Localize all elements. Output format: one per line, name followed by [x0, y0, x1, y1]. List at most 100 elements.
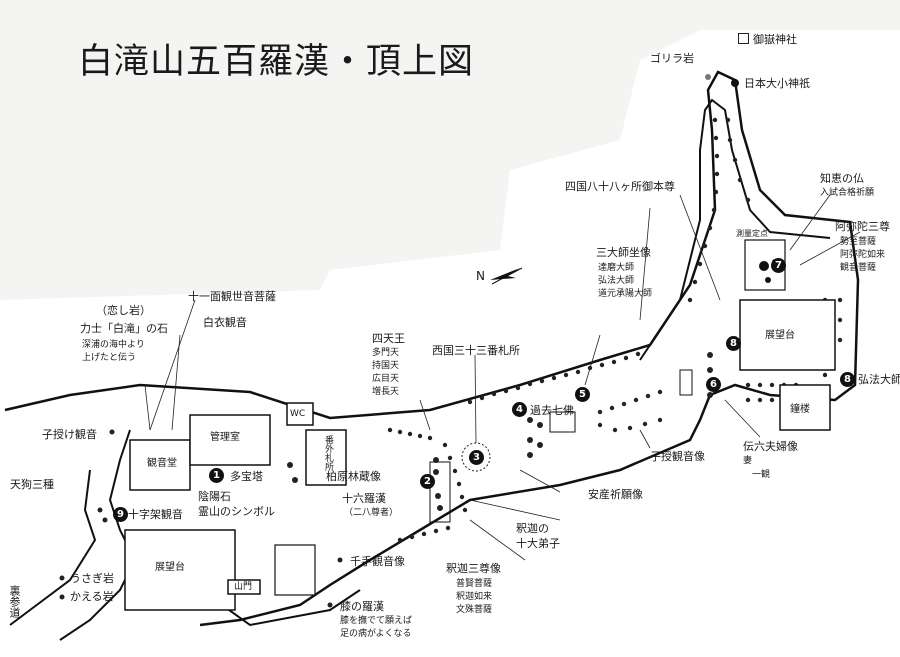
sandaishi-3: 道元承陽大師 [598, 289, 653, 299]
left-trail-2 [9, 469, 97, 626]
north-arrow-icon [490, 268, 520, 280]
rikishi-2: 上げたと伝う [82, 353, 137, 363]
sandaishi-title: 三大師坐像 [596, 246, 651, 259]
mitake-text: 御嶽神社 [753, 33, 797, 46]
chie-label: 知恵の仏 [820, 172, 864, 185]
wc-building [286, 402, 314, 426]
juroku-sub-label: （二八尊者） [344, 508, 399, 518]
marker-9: 9 [113, 507, 128, 522]
sandaishi-1: 達磨大師 [598, 263, 635, 273]
tenbodai-left-label: 展望台 [155, 562, 185, 573]
shoro-building [779, 384, 831, 431]
shitenno-3: 広目天 [372, 374, 400, 384]
reizan-label: 霊山のシンボル [198, 505, 275, 518]
sokuryo-point [759, 261, 769, 271]
senju-label: 千手観音像 [350, 555, 405, 568]
amida-2: 阿弥陀如来 [840, 250, 886, 260]
denroku-label: 伝六夫婦像 [743, 440, 798, 453]
kosazuke-right-label: 子授観音像 [650, 450, 705, 463]
tahoto-label: 多宝塔 [230, 470, 263, 483]
rikishi-1: 深浦の海中より [82, 340, 145, 350]
tenbodai-left-building [124, 529, 236, 611]
kannondo-label: 観音堂 [147, 458, 177, 469]
map-ground [0, 30, 900, 657]
shitenno-title: 四天王 [372, 332, 405, 345]
ichikan-label: 一観 [752, 470, 771, 480]
right-lower-building [274, 544, 316, 596]
shoro-label: 鐘楼 [790, 404, 810, 415]
chie-statue-2 [765, 277, 771, 283]
gorilla-marker [705, 74, 711, 80]
tsuma-label: 妻 [743, 456, 753, 466]
shaka-2: 釈迦如来 [456, 592, 493, 602]
amida-title: 阿弥陀三尊 [835, 220, 890, 233]
marker-8b: 8 [840, 372, 855, 387]
kanrishitsu-building [189, 414, 271, 466]
hiza-2: 足の病がよくなる [340, 629, 412, 639]
shitenno-2: 持国天 [372, 361, 400, 371]
marker-3: 3 [469, 450, 484, 465]
kosazuke-frame [679, 369, 693, 396]
byakue-label: 白衣観音 [203, 316, 247, 329]
tengu-label: 天狗三種 [10, 478, 54, 491]
shitenno-4: 増長天 [372, 387, 400, 397]
amida-3: 観音菩薩 [840, 263, 877, 273]
ridge-path-inner [639, 98, 831, 361]
nyushi-label: 入試合格祈願 [820, 188, 875, 198]
usagi-label: うさぎ岩 [70, 572, 114, 585]
sanmon-building [227, 579, 261, 595]
nihon-marker [731, 79, 739, 87]
marker-2: 2 [420, 474, 435, 489]
marker-1: 1 [209, 468, 224, 483]
mitake-shrine-label: 御嶽神社 [738, 33, 797, 46]
juichimen-label: 十一面観世音菩薩 [188, 290, 276, 303]
sanmon-label: 山門 [234, 582, 253, 592]
kosazuke-left-label: 子授け観音 [42, 428, 97, 441]
tenbodai-right-building [739, 299, 836, 371]
hiza-title: 膝の羅漢 [340, 600, 384, 613]
shitenno-1: 多門天 [372, 348, 400, 358]
wc-label: WC [290, 409, 306, 419]
north-label: N [476, 269, 485, 283]
koishi-label: （恋し岩） [96, 304, 151, 317]
shaka-3: 文殊菩薩 [456, 605, 493, 615]
kaeru-label: かえる岩 [70, 590, 114, 603]
gorilla-label: ゴリラ岩 [650, 52, 694, 65]
nihon-label: 日本大小神祇 [744, 77, 810, 90]
urasando-label: 裏参道 [8, 585, 21, 618]
juji-label: 十字架観音 [128, 508, 183, 521]
rikishi-label: 力士「白滝」の石 [80, 322, 168, 335]
kannondo-building [129, 439, 191, 491]
page-title: 白滝山五百羅漢・頂上図 [78, 42, 475, 82]
shikoku-label: 四国八十八ヶ所御本尊 [565, 180, 675, 193]
shaka-sanzon-title: 釈迦三尊像 [446, 562, 501, 575]
hiza-1: 膝を撫でて願えば [340, 616, 413, 626]
kobo-label: 弘法大師 [858, 373, 900, 386]
tenbodai-right-label: 展望台 [765, 330, 795, 341]
shaka-1: 普賢菩薩 [456, 579, 493, 589]
shrine-icon [738, 33, 749, 44]
sandaishi-2: 弘法大師 [598, 276, 635, 286]
kashiwa-label: 柏原林蔵像 [326, 470, 381, 483]
marker-8a: 8 [726, 336, 741, 351]
kako-frame [549, 411, 576, 433]
sokuryo-label: 測量定点 [736, 229, 768, 238]
kanrishitsu-label: 管理室 [210, 432, 240, 443]
bangai-building [305, 429, 347, 486]
kako-label: 過去七佛 [530, 404, 574, 417]
shaka-juudai-label: 釈迦の [516, 522, 549, 535]
saikoku-label: 西国三十三番札所 [432, 344, 520, 357]
juroku-frame [429, 461, 451, 523]
leader-lines [144, 194, 861, 561]
anzan-label: 安産祈願像 [588, 488, 643, 501]
marker-4: 4 [512, 402, 527, 417]
marker-6: 6 [706, 377, 721, 392]
onmyo-label: 陰陽石 [198, 490, 231, 503]
north-arrow-line [491, 267, 523, 285]
marker-5: 5 [575, 387, 590, 402]
marker-7: 7 [771, 258, 786, 273]
shaka-juudai-label-2: 十大弟子 [516, 537, 560, 550]
juroku-label: 十六羅漢 [342, 492, 386, 505]
amida-1: 勢至菩薩 [840, 237, 877, 247]
bangai-label: 番外札所 [323, 435, 333, 471]
